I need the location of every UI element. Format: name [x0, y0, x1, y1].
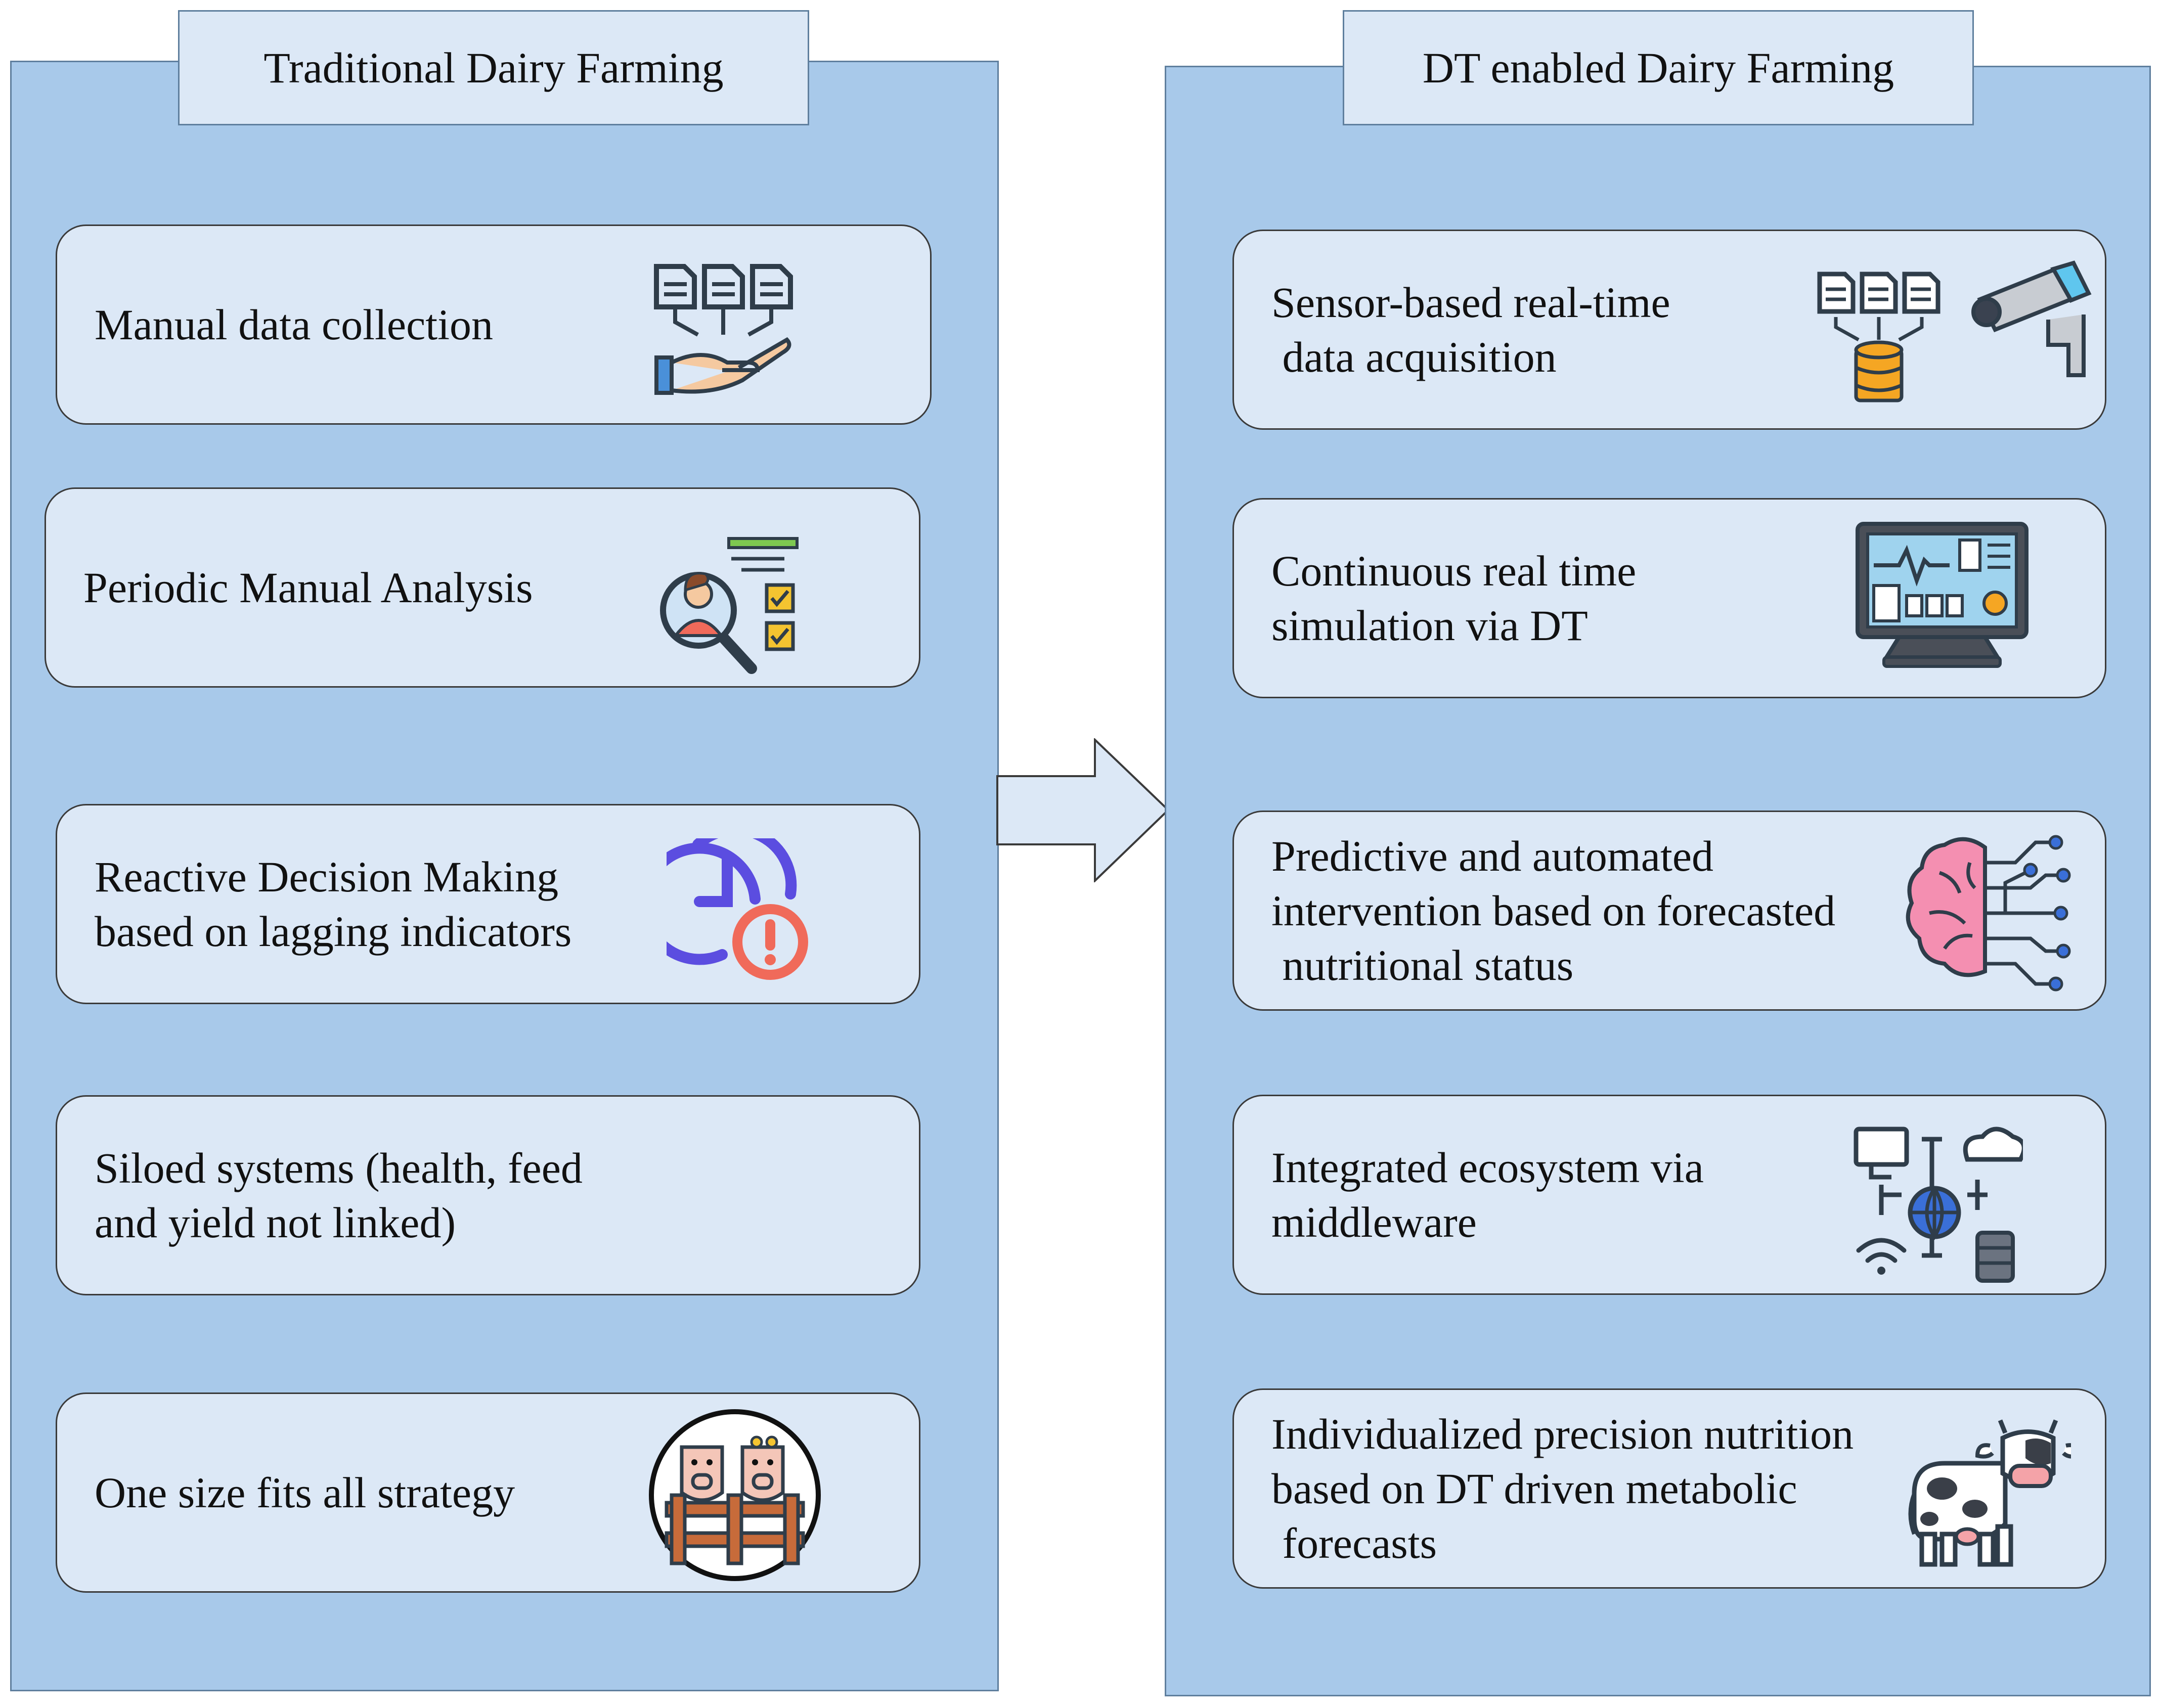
monitor-dashboard-icon	[1856, 522, 2028, 668]
dt-enabled-title: DT enabled Dairy Farming	[1343, 10, 1974, 125]
card-integrated-ecosystem: Integrated ecosystem via middleware	[1232, 1095, 2106, 1295]
card-label: Manual data collection	[95, 300, 494, 349]
analyst-checklist-icon	[660, 537, 799, 674]
card-sensor-data-acquisition: Sensor-based real-time data acquisition	[1232, 230, 2106, 430]
card-label: Individualized precision nutrition based…	[1271, 1410, 1854, 1567]
card-siloed-systems: Siloed systems (health, feed and yield n…	[56, 1095, 920, 1295]
card-predictive-intervention: Predictive and automated intervention ba…	[1232, 811, 2106, 1011]
card-label: Sensor-based real-time data acquisition	[1271, 278, 1670, 381]
card-label: One size fits all strategy	[95, 1468, 515, 1517]
card-label: Periodic Manual Analysis	[83, 563, 533, 612]
card-individualized-nutrition: Individualized precision nutrition based…	[1232, 1388, 2106, 1589]
card-one-size-fits-all: One size fits all strategy	[56, 1392, 920, 1593]
card-label: Reactive Decision Making based on laggin…	[95, 852, 572, 956]
network-ecosystem-icon	[1854, 1127, 2023, 1283]
ai-brain-icon	[1906, 835, 2071, 992]
card-label: Predictive and automated intervention ba…	[1271, 832, 1836, 990]
cow-icon	[1908, 1419, 2071, 1567]
clock-alert-icon	[667, 838, 808, 980]
card-periodic-manual-analysis: Periodic Manual Analysis	[45, 487, 920, 688]
card-reactive-decision-making: Reactive Decision Making based on laggin…	[56, 804, 920, 1004]
cows-fence-icon	[649, 1409, 821, 1581]
card-manual-data-collection: Manual data collection	[56, 224, 932, 425]
card-continuous-simulation: Continuous real time simulation via DT	[1232, 498, 2106, 698]
card-label: Continuous real time simulation via DT	[1271, 547, 1637, 650]
traditional-title: Traditional Dairy Farming	[178, 10, 809, 125]
documents-database-camera-icon	[1817, 260, 2092, 402]
card-label: Siloed systems (health, feed and yield n…	[95, 1144, 583, 1247]
documents-hand-icon	[654, 264, 793, 395]
card-label: Integrated ecosystem via middleware	[1271, 1143, 1704, 1246]
transition-arrow	[996, 738, 1170, 882]
